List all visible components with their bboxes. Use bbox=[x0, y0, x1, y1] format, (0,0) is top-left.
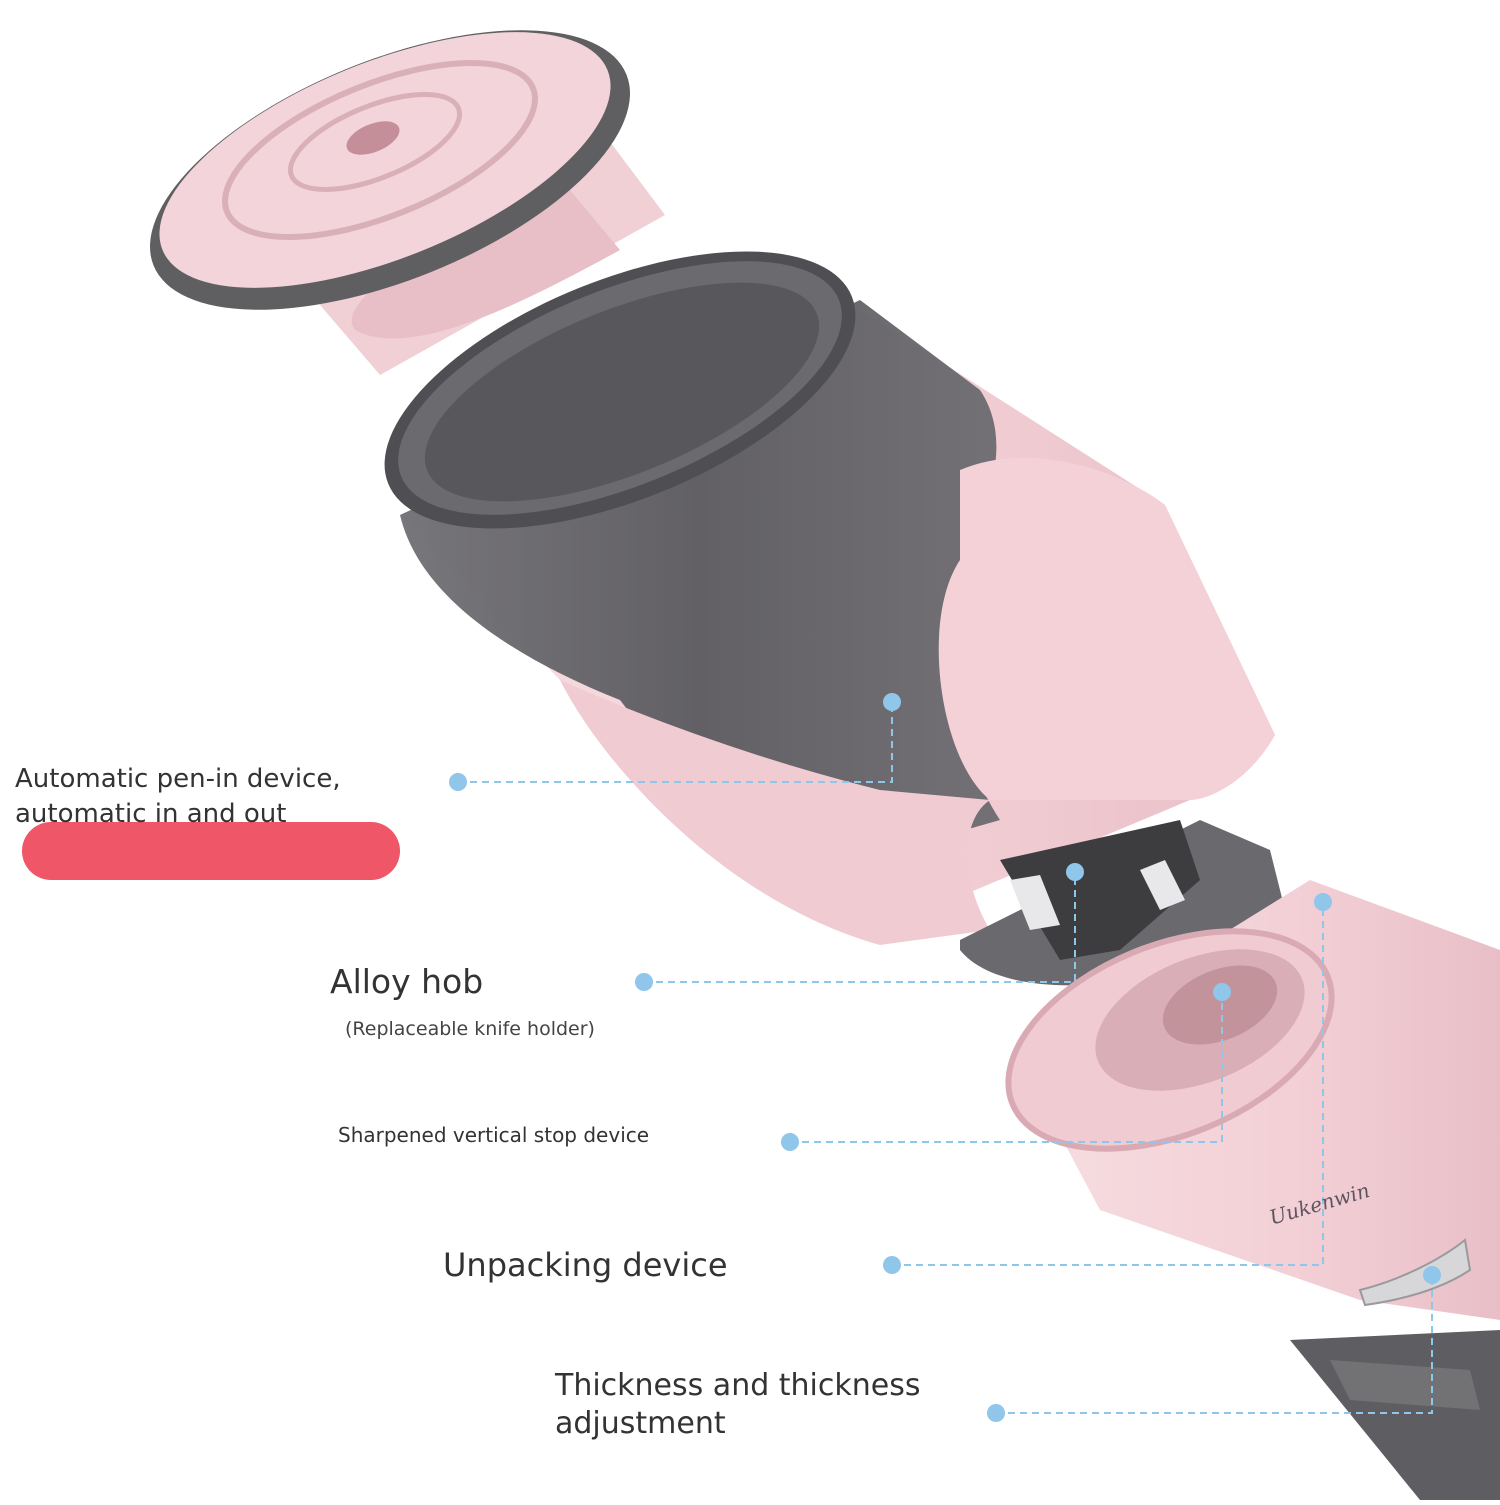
callout-dot bbox=[635, 973, 653, 991]
highlight-pill bbox=[22, 822, 400, 880]
callout-dot bbox=[1314, 893, 1332, 911]
callout-line-thickness bbox=[996, 1275, 1433, 1414]
callout-dot bbox=[883, 1256, 901, 1274]
callout-line-alloy-hob bbox=[644, 872, 1076, 983]
callout-dot bbox=[449, 773, 467, 791]
callout-lines bbox=[458, 702, 1433, 1414]
callout-line-stop-device bbox=[790, 992, 1223, 1143]
lower-body-part bbox=[1005, 880, 1500, 1500]
label-automatic-pen-in: Automatic pen-in device, automatic in an… bbox=[15, 764, 341, 829]
container-body-part bbox=[384, 251, 1275, 945]
callout-dot bbox=[987, 1404, 1005, 1422]
label-thickness-adjustment: Thickness and thickness adjustment bbox=[555, 1368, 921, 1441]
callout-dot bbox=[781, 1133, 799, 1151]
label-alloy-hob-subtitle: (Replaceable knife holder) bbox=[345, 1018, 595, 1040]
callout-line-unpacking bbox=[892, 902, 1324, 1266]
callout-dot bbox=[883, 693, 901, 711]
callout-dots bbox=[449, 693, 1441, 1422]
callout-dot bbox=[1213, 983, 1231, 1001]
lid-part bbox=[150, 30, 665, 375]
callout-dot bbox=[1423, 1266, 1441, 1284]
label-unpacking-device: Unpacking device bbox=[443, 1246, 728, 1284]
label-stop-device: Sharpened vertical stop device bbox=[338, 1123, 650, 1147]
label-alloy-hob: Alloy hob bbox=[330, 962, 484, 1001]
callout-line-automatic bbox=[458, 702, 893, 783]
callout-dot bbox=[1066, 863, 1084, 881]
